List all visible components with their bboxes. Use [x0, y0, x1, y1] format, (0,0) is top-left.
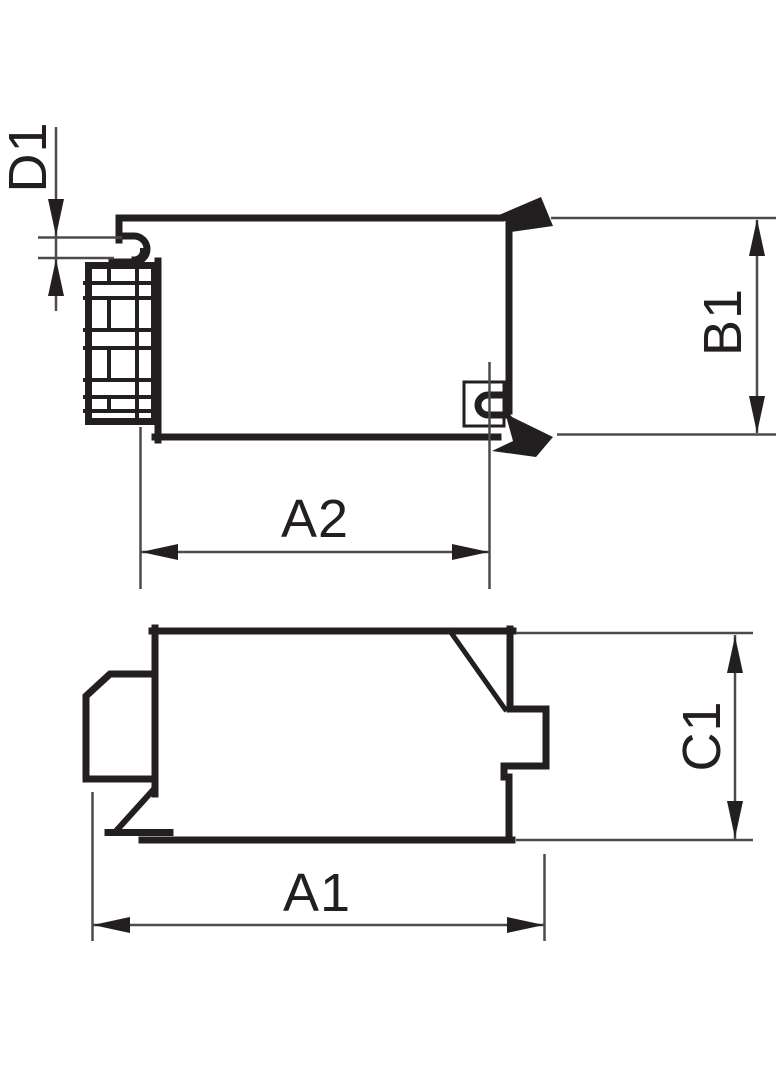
- dimension-label-b1: B1: [693, 288, 753, 356]
- clip-housing-box: [462, 380, 506, 428]
- connector-protrusion: [82, 670, 156, 783]
- lower-view: [82, 624, 550, 844]
- clip-hook: [474, 391, 510, 419]
- arrow-d1-down: [48, 199, 64, 236]
- top-edge-and-left-step: [115, 214, 505, 244]
- terminal-block-grid: [83, 264, 157, 423]
- terminal-block: [83, 262, 158, 425]
- arrow-b1-bottom: [749, 396, 765, 433]
- snap-tab-bottom-right: [492, 405, 553, 457]
- upper-view: [83, 214, 513, 444]
- arrow-d1-up: [48, 259, 64, 296]
- snap-tab-top-right: [499, 197, 553, 232]
- dimension-label-a1: A1: [283, 863, 351, 923]
- dimension-label-d1: D1: [0, 121, 58, 192]
- arrow-c1-top: [727, 636, 743, 673]
- arrow-a2-left: [141, 544, 178, 560]
- arrow-a1-right: [507, 917, 544, 933]
- dimension-label-c1: C1: [672, 700, 732, 771]
- wire-hook-curl: [131, 247, 146, 262]
- arrow-a1-left: [93, 917, 130, 933]
- arrow-a2-right: [452, 544, 489, 560]
- corner-chamfer-line: [448, 630, 509, 713]
- foot-diagonal: [111, 784, 159, 836]
- snap-tabs: [492, 197, 553, 457]
- terminal-block-body: [85, 262, 158, 425]
- wire-hook: [108, 232, 151, 266]
- right-edge-with-tab: [500, 625, 550, 843]
- dimension-lines: [38, 127, 776, 941]
- arrow-b1-top: [749, 219, 765, 256]
- dimension-arrows: [48, 199, 765, 933]
- housing-outlines: [82, 214, 550, 844]
- dimension-label-a2: A2: [281, 489, 349, 549]
- arrow-c1-bottom: [727, 801, 743, 838]
- dimension-labels: D1 B1 A2 C1 A1: [0, 121, 753, 922]
